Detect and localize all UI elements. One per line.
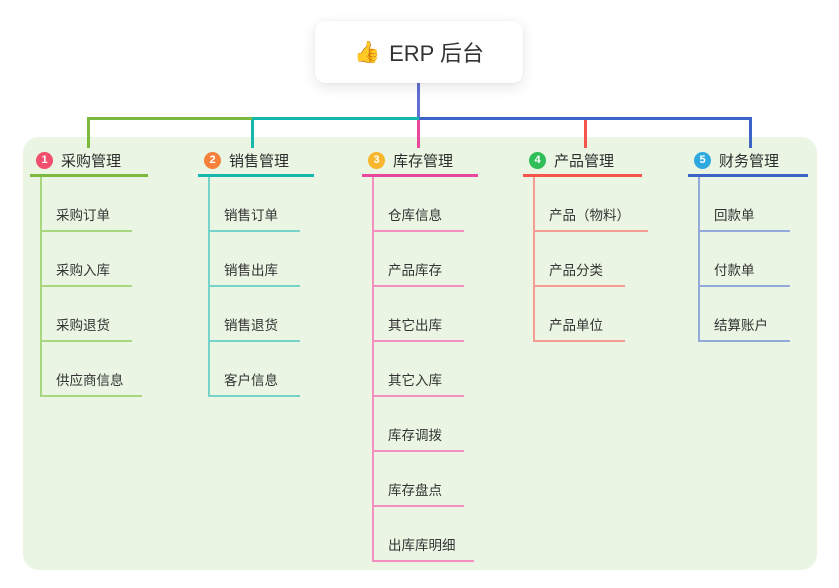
child-node-label: 其它入库 bbox=[388, 373, 442, 388]
connector-bus-segment bbox=[252, 117, 419, 120]
branch-title-label: 产品管理 bbox=[554, 152, 615, 170]
child-node[interactable]: 销售退货 bbox=[210, 287, 300, 342]
child-node-label: 供应商信息 bbox=[56, 373, 124, 388]
child-node-label: 产品库存 bbox=[388, 263, 442, 278]
child-node[interactable]: 销售出库 bbox=[210, 232, 300, 287]
branch-number-badge: 2 bbox=[204, 151, 221, 169]
child-node-label: 销售出库 bbox=[224, 263, 278, 278]
thumbs-up-icon: 👍 bbox=[353, 40, 381, 64]
branch-column: 1 采购管理采购订单采购入库采购退货供应商信息 bbox=[30, 148, 148, 397]
branch-title-node[interactable]: 4 产品管理 bbox=[523, 148, 642, 177]
branch-number-badge: 1 bbox=[36, 151, 53, 169]
child-node-label: 付款单 bbox=[714, 263, 755, 278]
connector-bus-segment bbox=[419, 117, 752, 120]
child-node[interactable]: 库存盘点 bbox=[374, 452, 464, 507]
child-node[interactable]: 回款单 bbox=[700, 177, 790, 232]
child-node-label: 产品单位 bbox=[549, 318, 603, 333]
child-node[interactable]: 销售订单 bbox=[210, 177, 300, 232]
branch-children: 仓库信息产品库存其它出库其它入库库存调拨库存盘点出库库明细 bbox=[372, 177, 478, 562]
child-node[interactable]: 产品单位 bbox=[535, 287, 625, 342]
child-node-label: 仓库信息 bbox=[388, 208, 442, 223]
branch-column: 3 库存管理仓库信息产品库存其它出库其它入库库存调拨库存盘点出库库明细 bbox=[362, 148, 478, 562]
branch-connector-line bbox=[584, 117, 587, 148]
child-node-label: 库存盘点 bbox=[388, 483, 442, 498]
child-node-label: 销售订单 bbox=[224, 208, 278, 223]
mindmap-panel bbox=[23, 137, 817, 570]
child-node-label: 采购退货 bbox=[56, 318, 110, 333]
child-node-label: 其它出库 bbox=[388, 318, 442, 333]
child-node-label: 产品分类 bbox=[549, 263, 603, 278]
child-node-label: 采购入库 bbox=[56, 263, 110, 278]
child-node-label: 产品（物料） bbox=[549, 208, 630, 223]
root-connector-line bbox=[417, 83, 420, 120]
branch-connector-line bbox=[87, 117, 90, 148]
branch-title-node[interactable]: 2 销售管理 bbox=[198, 148, 314, 177]
child-node[interactable]: 采购入库 bbox=[42, 232, 132, 287]
child-node-label: 采购订单 bbox=[56, 208, 110, 223]
branch-title-node[interactable]: 3 库存管理 bbox=[362, 148, 478, 177]
root-node-label: ERP 后台 bbox=[389, 41, 485, 66]
branch-column: 2 销售管理销售订单销售出库销售退货客户信息 bbox=[198, 148, 314, 397]
child-node-label: 客户信息 bbox=[224, 373, 278, 388]
branch-title-node[interactable]: 1 采购管理 bbox=[30, 148, 148, 177]
branch-column: 4 产品管理产品（物料） 产品分类产品单位 bbox=[523, 148, 648, 342]
connector-bus-segment bbox=[87, 117, 252, 120]
branch-title-label: 采购管理 bbox=[61, 152, 122, 170]
branch-connector-line bbox=[749, 117, 752, 148]
branch-title-label: 财务管理 bbox=[719, 152, 780, 170]
child-node[interactable]: 付款单 bbox=[700, 232, 790, 287]
child-node-label: 结算账户 bbox=[714, 318, 768, 333]
branch-children: 销售订单销售出库销售退货客户信息 bbox=[208, 177, 314, 397]
child-node[interactable]: 出库库明细 bbox=[374, 507, 474, 562]
root-node[interactable]: 👍 ERP 后台 bbox=[315, 21, 523, 83]
branch-title-label: 库存管理 bbox=[393, 152, 454, 170]
child-node[interactable]: 仓库信息 bbox=[374, 177, 464, 232]
child-node-label: 出库库明细 bbox=[388, 538, 456, 553]
branch-children: 回款单付款单结算账户 bbox=[698, 177, 808, 342]
child-node[interactable]: 产品库存 bbox=[374, 232, 464, 287]
child-node[interactable]: 库存调拨 bbox=[374, 397, 464, 452]
child-node[interactable]: 客户信息 bbox=[210, 342, 300, 397]
branch-connector-line bbox=[417, 117, 420, 148]
child-node[interactable]: 产品分类 bbox=[535, 232, 625, 287]
branch-title-node[interactable]: 5 财务管理 bbox=[688, 148, 808, 177]
branch-column: 5 财务管理回款单付款单结算账户 bbox=[688, 148, 808, 342]
branch-number-badge: 5 bbox=[694, 151, 711, 169]
branch-number-badge: 3 bbox=[368, 151, 385, 169]
child-node-label: 销售退货 bbox=[224, 318, 278, 333]
child-node[interactable]: 其它入库 bbox=[374, 342, 464, 397]
branch-connector-line bbox=[251, 117, 254, 148]
branch-children: 产品（物料） 产品分类产品单位 bbox=[533, 177, 648, 342]
branch-number-badge: 4 bbox=[529, 151, 546, 169]
child-node-label: 回款单 bbox=[714, 208, 755, 223]
child-node[interactable]: 结算账户 bbox=[700, 287, 790, 342]
child-node[interactable]: 其它出库 bbox=[374, 287, 464, 342]
branch-children: 采购订单采购入库采购退货供应商信息 bbox=[40, 177, 148, 397]
child-node[interactable]: 采购退货 bbox=[42, 287, 132, 342]
branch-title-label: 销售管理 bbox=[229, 152, 290, 170]
child-node[interactable]: 供应商信息 bbox=[42, 342, 142, 397]
child-node[interactable]: 产品（物料） bbox=[535, 177, 648, 232]
child-node[interactable]: 采购订单 bbox=[42, 177, 132, 232]
child-node-label: 库存调拨 bbox=[388, 428, 442, 443]
